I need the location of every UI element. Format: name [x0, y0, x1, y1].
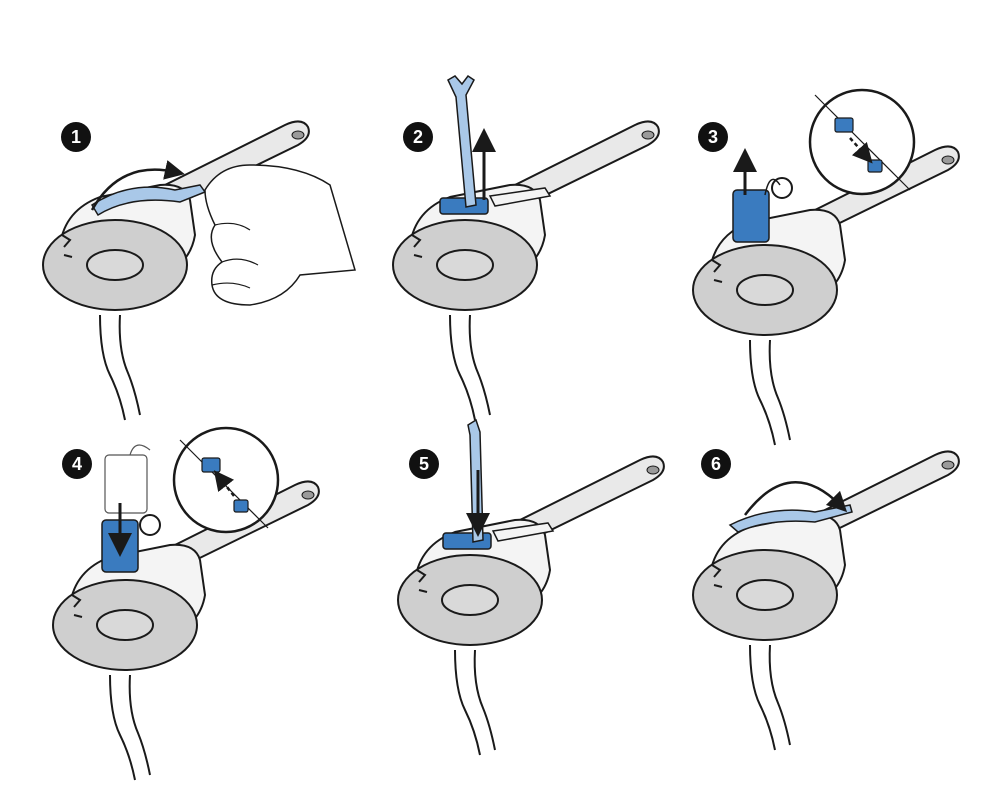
step-badge: 2 — [403, 122, 433, 152]
svg-text:4: 4 — [72, 454, 82, 474]
step-badge: 1 — [61, 122, 91, 152]
headset-icon — [692, 450, 960, 751]
connector-plug-icon — [233, 499, 249, 513]
battery-icon — [104, 454, 148, 514]
battery-icon — [732, 189, 770, 243]
hand-icon — [204, 164, 356, 306]
step-4: 4 — [52, 426, 320, 781]
headset-icon — [52, 480, 320, 781]
step-6: 6 — [692, 449, 960, 751]
zoom-callout — [172, 426, 280, 534]
headset-icon — [397, 455, 665, 756]
headset-icon — [692, 145, 960, 446]
step-badge: 6 — [701, 449, 731, 479]
step-2: 2 — [392, 74, 660, 421]
curved-arrow-icon — [90, 160, 185, 211]
connector-plug-icon — [834, 117, 854, 133]
battery-icon — [442, 532, 492, 550]
headset-icon — [392, 120, 660, 421]
step-badge: 5 — [409, 449, 439, 479]
removal-tool-icon — [447, 74, 477, 208]
removal-tool-icon — [467, 418, 484, 543]
svg-text:5: 5 — [419, 454, 429, 474]
svg-text:1: 1 — [71, 127, 81, 147]
step-3: 3 — [692, 88, 960, 446]
connector-plug-icon — [867, 159, 883, 173]
connector-plug-icon — [201, 457, 221, 473]
step-5: 5 — [397, 418, 665, 756]
battery-cover — [728, 504, 853, 533]
svg-text:6: 6 — [711, 454, 721, 474]
curved-arrow-icon — [744, 481, 848, 516]
battery-icon — [439, 197, 489, 215]
step-badge: 4 — [62, 449, 92, 479]
svg-text:3: 3 — [708, 127, 718, 147]
step-badge: 3 — [698, 122, 728, 152]
step-1: 1 — [42, 120, 356, 421]
svg-text:2: 2 — [413, 127, 423, 147]
